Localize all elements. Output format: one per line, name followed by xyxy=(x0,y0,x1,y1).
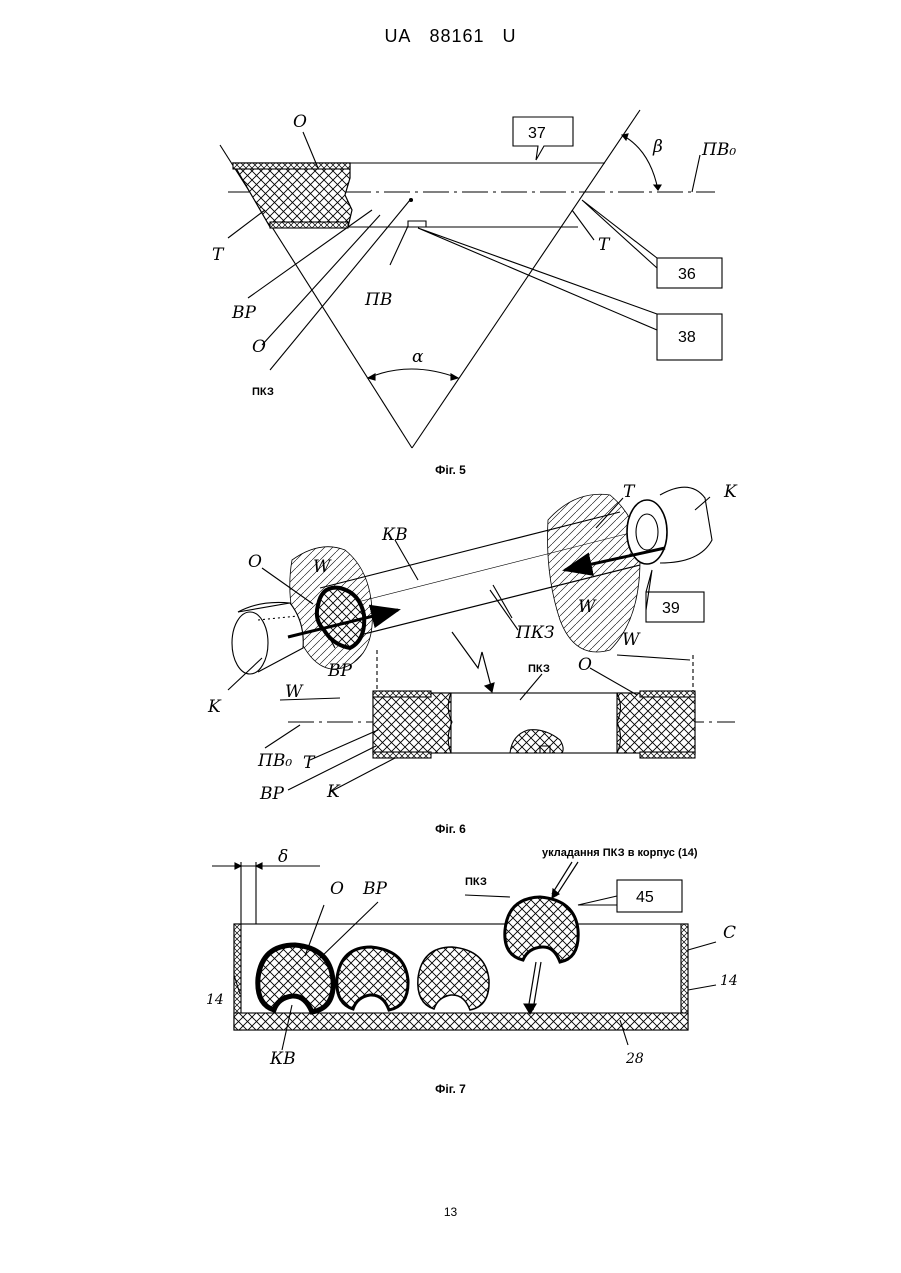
fig6-label-W-low: W xyxy=(285,682,304,702)
figure-5 xyxy=(220,110,722,448)
fig6-label-K-section: K xyxy=(326,782,341,802)
fig5-label-PKZ: ПКЗ xyxy=(252,386,274,398)
fig6-label-K-right: K xyxy=(723,482,738,502)
fig7-label-C: C xyxy=(723,923,736,943)
fig6-label-W-mid: W xyxy=(622,630,641,650)
fig6-label-PKZ: ПКЗ xyxy=(515,623,555,643)
fig5-label-VR: ВР xyxy=(231,303,256,323)
figure-7-caption: Фіг. 7 xyxy=(0,1082,901,1096)
fig5-label-T-right: T xyxy=(598,235,611,255)
fig5-label-beta: β xyxy=(652,137,663,157)
figure-6-caption: Фіг. 6 xyxy=(0,822,901,836)
fig6-label-W-right: W xyxy=(578,597,597,617)
fig6-label-O: O xyxy=(248,552,262,572)
fig5-label-O-top: O xyxy=(293,112,307,132)
fig5-label-O-low: O xyxy=(252,337,266,357)
fig7-note: укладання ПКЗ в корпус (14) xyxy=(542,847,698,859)
fig6-label-PV0: ПВ₀ xyxy=(257,751,292,771)
fig6-label-O-section: O xyxy=(578,655,592,675)
fig5-label-alpha: α xyxy=(412,347,424,367)
fig6-label-VR-section: ВР xyxy=(259,784,284,804)
fig6-label-K-left: K xyxy=(207,697,222,717)
fig7-label-14-right: 14 xyxy=(720,973,738,989)
fig5-label-PV: ПВ xyxy=(364,290,392,310)
figure-6 xyxy=(228,487,735,792)
fig7-label-delta: δ xyxy=(278,847,288,867)
fig7-label-O: O xyxy=(330,879,344,899)
page-number: 13 xyxy=(0,1205,901,1219)
fig6-label-KV: КВ xyxy=(381,525,408,545)
fig7-label-28: 28 xyxy=(625,1051,644,1067)
fig6-label-T-section: T xyxy=(303,753,316,773)
fig7-label-PKZ: ПКЗ xyxy=(465,876,487,888)
fig5-box-36: 36 xyxy=(678,266,696,283)
fig6-label-W-left: W xyxy=(313,557,332,577)
fig7-label-KV: КВ xyxy=(269,1049,296,1069)
fig5-label-T-left: T xyxy=(212,245,225,265)
fig6-box-39: 39 xyxy=(662,600,680,617)
fig6-label-PKZ-bold: ПКЗ xyxy=(528,663,550,675)
figure-5-caption: Фіг. 5 xyxy=(0,463,901,477)
fig5-box-37: 37 xyxy=(528,125,546,142)
fig7-label-VR: ВР xyxy=(362,879,387,899)
fig5-box-38: 38 xyxy=(678,329,696,346)
fig6-label-VR: ВР xyxy=(327,661,352,681)
fig7-box-45: 45 xyxy=(636,889,654,906)
fig5-label-PV0: ПВ₀ xyxy=(701,140,736,160)
fig6-label-T: T xyxy=(623,482,636,502)
fig7-label-14-left: 14 xyxy=(206,992,224,1008)
